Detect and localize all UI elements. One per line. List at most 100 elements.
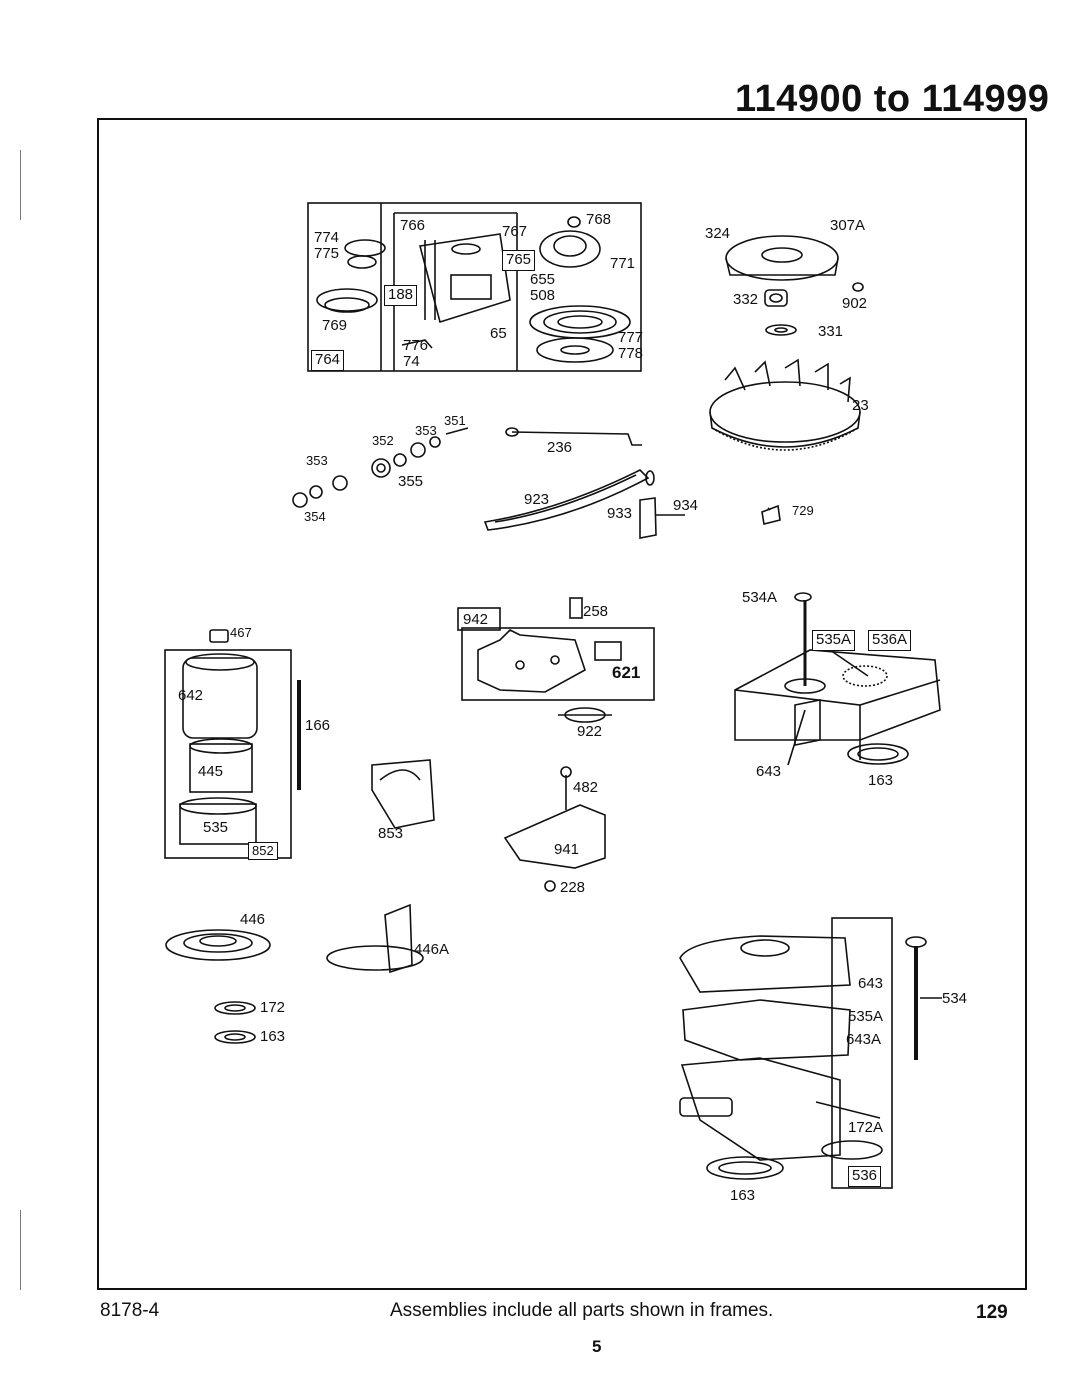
part-label: 228	[560, 879, 586, 896]
part-label: 163	[868, 772, 894, 789]
part-label: 446	[240, 911, 266, 928]
part-label: 534A	[742, 589, 778, 606]
part-label: 172	[260, 999, 286, 1016]
part-label: 643A	[846, 1031, 882, 1048]
rewind-spring-icon	[316, 288, 378, 312]
part-label: 934	[673, 497, 699, 514]
part-label: 23	[852, 397, 869, 414]
part-label: 941	[554, 841, 580, 858]
part-label: 768	[586, 211, 612, 228]
part-label: 482	[573, 779, 599, 796]
page-number-right: 129	[976, 1302, 1008, 1323]
part-label: 643	[858, 975, 884, 992]
base-446-icon	[165, 929, 271, 961]
part-tag: 188	[384, 285, 418, 306]
part-label: 778	[618, 345, 644, 362]
part-label: 74	[403, 353, 420, 370]
gasket-172-icon	[214, 1001, 256, 1015]
binder-mark	[20, 150, 21, 220]
gasket-163c-icon	[706, 1156, 784, 1180]
page-title: 114900 to 114999	[735, 78, 1050, 120]
part-label: 258	[583, 603, 609, 620]
gasket-163b-icon	[847, 743, 909, 765]
part-tag: 764	[311, 350, 345, 371]
starter-housing-icon	[418, 233, 511, 324]
gasket-163-icon	[214, 1030, 256, 1044]
part-label: 353	[415, 423, 437, 438]
part-label: 774	[314, 229, 340, 246]
part-label: 307A	[830, 217, 866, 234]
part-label: 355	[398, 473, 424, 490]
part-label: 352	[372, 433, 394, 448]
document-number: 8178-4	[100, 1300, 160, 1321]
part-label: 535	[203, 819, 229, 836]
air-cleaner-element-icon	[682, 999, 851, 1061]
link-rod-icon	[511, 431, 642, 446]
part-label: 775	[314, 245, 340, 262]
part-label: 324	[705, 225, 731, 242]
part-label: 353	[306, 453, 328, 468]
filter-element-445-icon	[189, 743, 253, 793]
part-label: 776	[403, 337, 429, 354]
part-label: 331	[818, 323, 844, 340]
main-frame	[97, 118, 1027, 1290]
part-label: 643	[756, 763, 782, 780]
part-label: 163	[730, 1187, 756, 1204]
page-number-bottom: 5	[592, 1337, 602, 1356]
bracket-941-icon	[503, 804, 606, 869]
part-tag: 765	[502, 250, 536, 271]
air-cleaner-top-icon	[734, 649, 941, 741]
part-tag: 536A	[868, 630, 912, 651]
starter-handle-icon	[344, 239, 386, 257]
part-label: 942	[463, 611, 489, 628]
nut-icon	[292, 492, 308, 508]
binder-mark	[20, 1210, 21, 1290]
part-label: 163	[260, 1028, 286, 1045]
part-label: 642	[178, 687, 204, 704]
part-label: 354	[304, 509, 326, 524]
part-label: 332	[733, 291, 759, 308]
starter-frame	[307, 202, 642, 372]
flywheel-icon	[709, 381, 861, 443]
part-label: 534	[942, 990, 968, 1007]
part-label: 445	[198, 763, 224, 780]
part-label: 729	[792, 503, 814, 518]
air-cleaner-cover-icon	[679, 935, 851, 993]
ratchet-gear-icon	[539, 230, 601, 268]
governor-frame	[461, 627, 655, 701]
part-label: 771	[610, 255, 636, 272]
filter-element-535-icon	[179, 803, 257, 845]
part-label: 467	[230, 625, 252, 640]
bracket-446a-icon	[384, 903, 413, 974]
shield-853-icon	[371, 759, 435, 829]
part-label: 166	[305, 717, 331, 734]
part-label: 65	[490, 325, 507, 342]
part-label: 446A	[414, 941, 450, 958]
part-label: 655	[530, 271, 556, 288]
part-label: 769	[322, 317, 348, 334]
part-label: 172A	[848, 1119, 884, 1136]
washer-331-icon	[765, 324, 797, 336]
air-cleaner-base-icon	[680, 1057, 841, 1161]
part-label: 351	[444, 413, 466, 428]
filter-cover-icon	[182, 657, 258, 739]
part-label: 535A	[848, 1008, 884, 1025]
base-446a-icon	[326, 945, 424, 971]
part-label: 236	[547, 439, 573, 456]
part-label: 923	[524, 491, 550, 508]
part-label: 853	[378, 825, 404, 842]
part-label: 508	[530, 287, 556, 304]
part-label: 767	[502, 223, 528, 240]
part-label: 902	[842, 295, 868, 312]
filter-frame	[164, 649, 292, 859]
part-tag: 536	[848, 1166, 882, 1187]
air-cleaner-frame	[831, 917, 893, 1189]
part-label: 922	[577, 723, 603, 740]
part-tag: 535A	[812, 630, 856, 651]
part-label: 766	[400, 217, 426, 234]
footer-note: Assemblies include all parts shown in fr…	[390, 1300, 774, 1321]
part-label: 777	[618, 329, 644, 346]
part-label: 621	[612, 663, 641, 682]
washer-icon	[536, 337, 614, 363]
